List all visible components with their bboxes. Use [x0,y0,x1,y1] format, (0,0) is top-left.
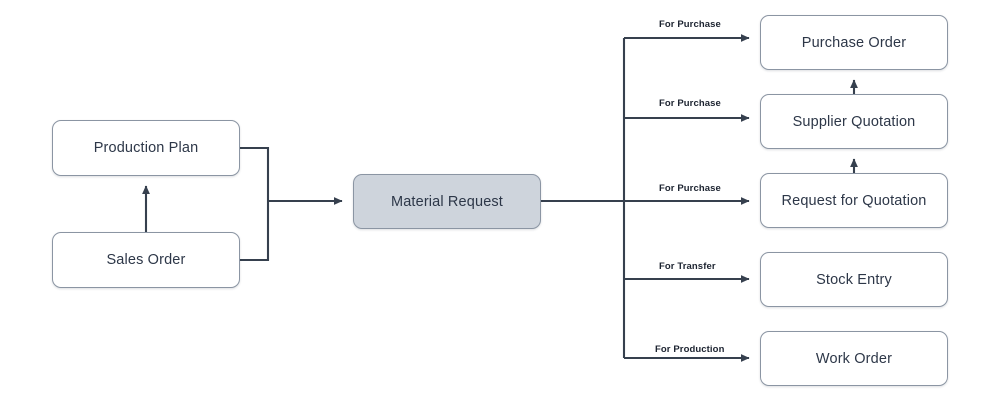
edge-sales-order-to-material-request [240,201,270,262]
node-sales-order[interactable]: Sales Order [52,232,240,288]
edge-material-request-to-right-bus [541,38,626,358]
node-label-work-order: Work Order [815,350,893,367]
node-supplier-quotation[interactable]: Supplier Quotation [760,94,948,149]
node-material-request[interactable]: Material Request [353,174,541,229]
node-label-supplier-quotation: Supplier Quotation [792,113,916,130]
node-label-production-plan: Production Plan [93,140,199,156]
node-work-order[interactable]: Work Order [760,331,948,386]
edge-label-supplier-quotation: For Purchase [659,98,721,109]
node-purchase-order[interactable]: Purchase Order [760,15,948,70]
node-label-request-for-quotation: Request for Quotation [781,192,927,209]
edge-label-stock-entry: For Transfer [659,261,716,272]
edge-label-request-for-quotation: For Purchase [659,183,721,194]
node-label-sales-order: Sales Order [106,252,186,268]
node-label-purchase-order: Purchase Order [801,34,907,51]
node-request-for-quotation[interactable]: Request for Quotation [760,173,948,228]
node-stock-entry[interactable]: Stock Entry [760,252,948,307]
edge-label-work-order: For Production [655,344,725,355]
node-label-material-request: Material Request [390,193,503,210]
edge-label-purchase-order: For Purchase [659,19,721,30]
edge-production-plan-to-material-request [240,146,270,201]
node-production-plan[interactable]: Production Plan [52,120,240,176]
node-label-stock-entry: Stock Entry [816,271,892,288]
